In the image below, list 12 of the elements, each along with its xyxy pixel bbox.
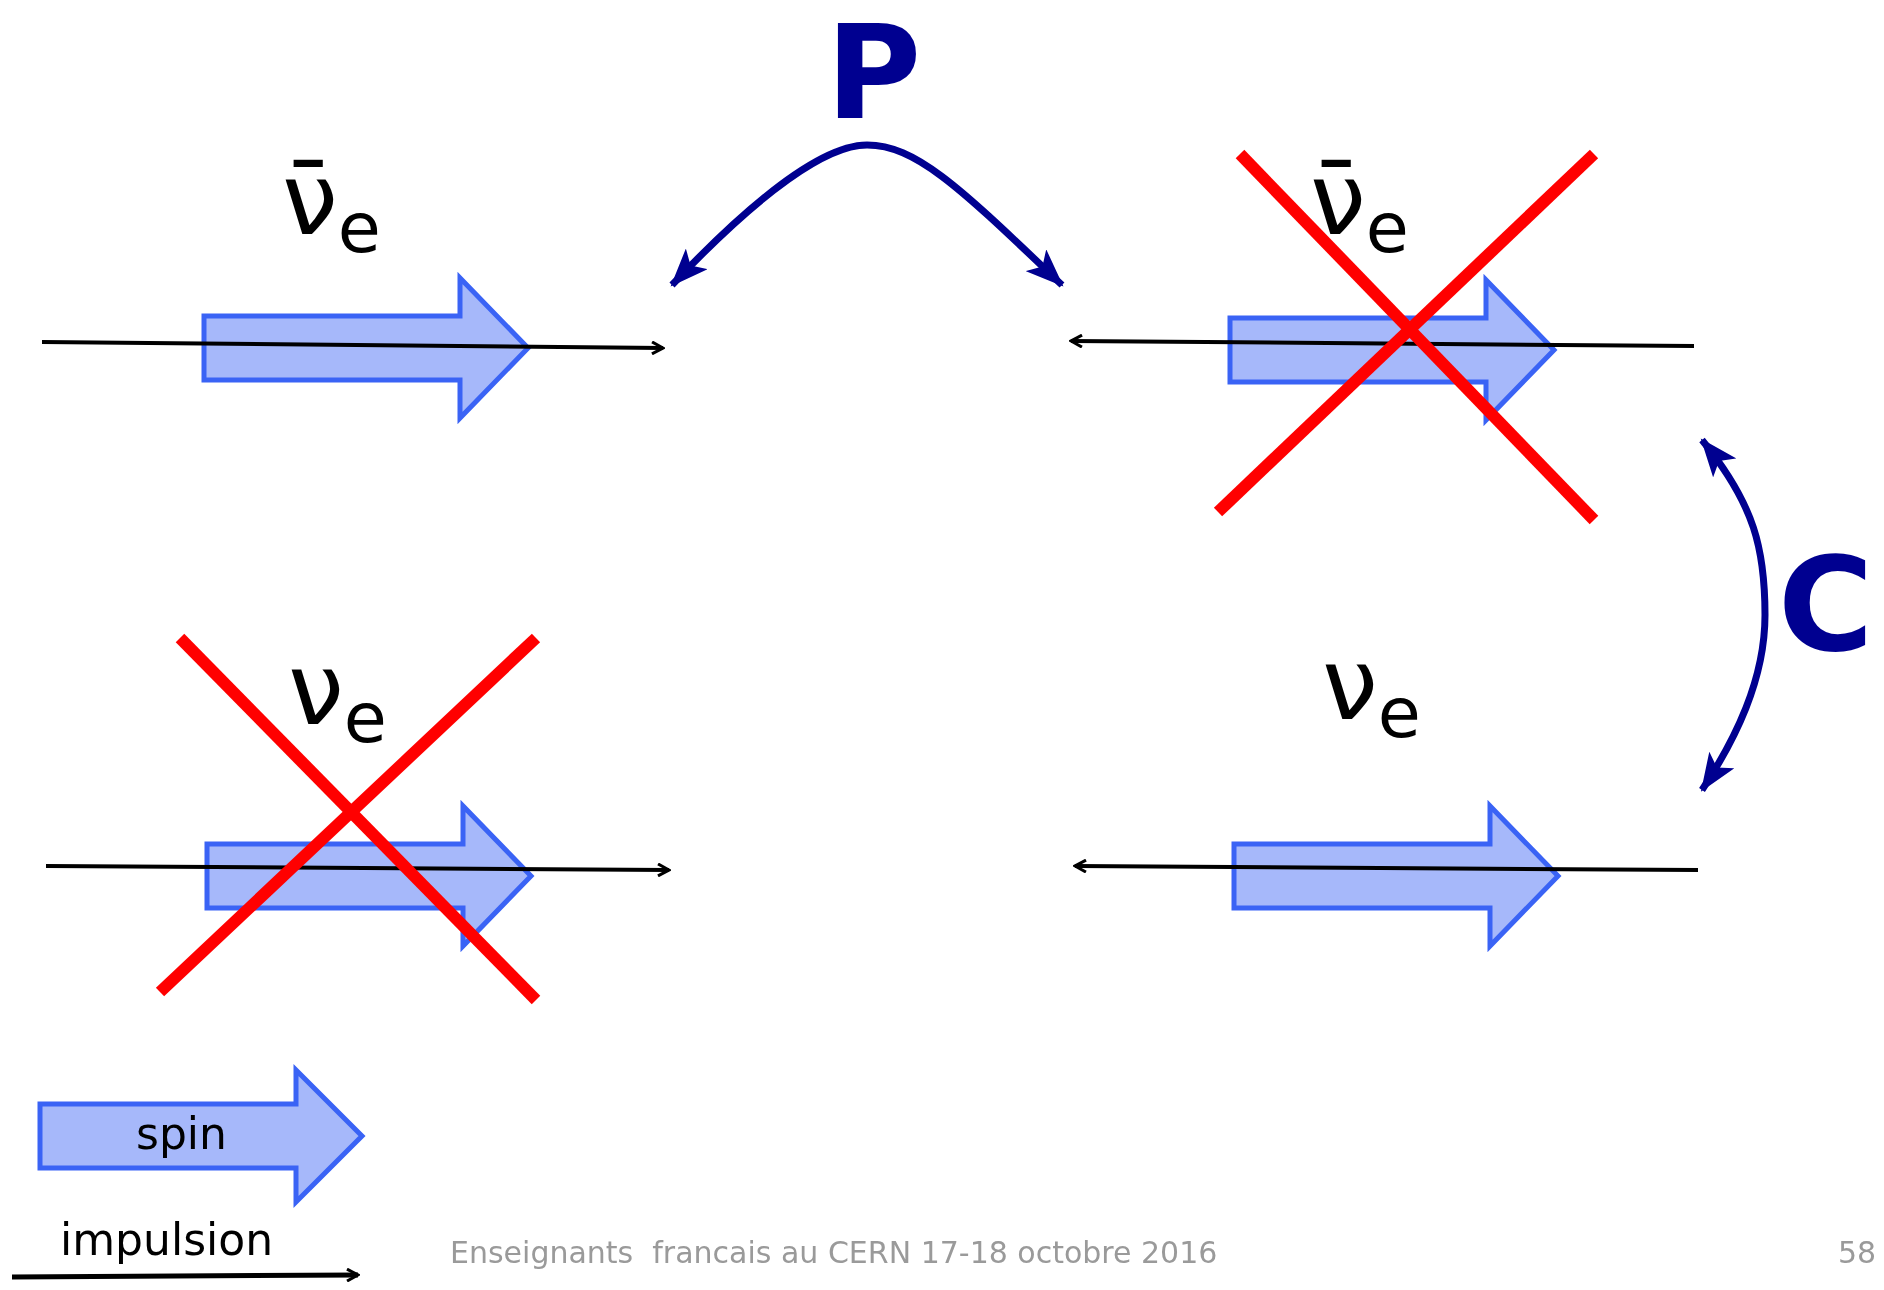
legend-label: impulsion bbox=[60, 1218, 274, 1262]
particle-symbol: ν̄$_{e}$ bbox=[282, 150, 381, 263]
edge-label: P bbox=[826, 8, 922, 138]
curved-double-arrow bbox=[669, 141, 1065, 288]
page-number: 58 bbox=[1838, 1238, 1877, 1268]
particle-symbol: ν$_{e}$ bbox=[288, 640, 387, 753]
footer-text: Enseignants francais au CERN 17-18 octobre 2016 bbox=[450, 1238, 1218, 1268]
curved-double-arrow bbox=[1699, 437, 1769, 792]
legend-label: spin bbox=[136, 1112, 227, 1156]
particle-symbol: ν̄$_{e}$ bbox=[1310, 150, 1409, 263]
particle-symbol: ν$_{e}$ bbox=[1322, 635, 1421, 748]
edge-label: C bbox=[1778, 540, 1874, 670]
